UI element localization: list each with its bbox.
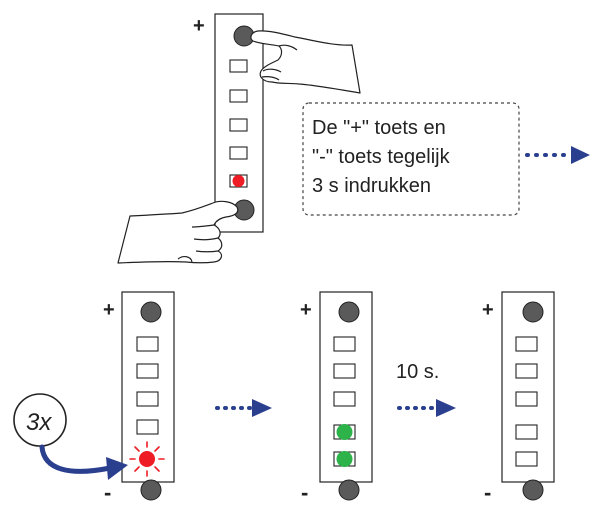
led-1	[136, 336, 159, 352]
arrow-blink-confirm	[215, 399, 272, 417]
instruction-line-1: De "+" toets en	[312, 117, 446, 139]
led-5-red-blinking	[129, 441, 165, 477]
repeat-count: 3x	[26, 409, 52, 436]
led-3	[333, 391, 356, 407]
panel-confirm: + -	[300, 291, 373, 505]
instruction-callout	[302, 102, 520, 216]
repeat-badge: 3x	[13, 393, 128, 480]
led-5	[515, 451, 538, 467]
minus-label: -	[104, 480, 111, 505]
plus-label: +	[193, 15, 205, 37]
instruction-text: De "+" toets en "-" toets tegelijk 3 s i…	[312, 114, 516, 201]
led-2	[515, 363, 538, 379]
minus-button[interactable]	[338, 479, 360, 501]
led-5-red	[232, 175, 245, 187]
minus-button[interactable]	[140, 479, 162, 501]
led-4	[515, 424, 538, 440]
arrow-confirm-done	[397, 399, 456, 417]
led-4	[229, 146, 248, 160]
led-1	[515, 336, 538, 352]
led-3	[515, 391, 538, 407]
top-hand	[250, 30, 361, 94]
plus-button[interactable]	[140, 301, 162, 323]
led-1	[333, 336, 356, 352]
minus-label: -	[301, 480, 308, 505]
plus-button[interactable]	[338, 301, 360, 323]
led-4	[136, 419, 159, 435]
arrow-callout-next	[525, 146, 590, 164]
led-2	[136, 363, 159, 379]
plus-button[interactable]	[522, 301, 544, 323]
led-2	[229, 89, 248, 103]
plus-label: +	[300, 299, 312, 321]
bottom-hand	[117, 200, 239, 264]
led-1	[229, 59, 248, 73]
led-2	[333, 363, 356, 379]
led-4-green	[336, 424, 353, 440]
minus-button[interactable]	[522, 479, 544, 501]
panel-press: +	[117, 13, 361, 264]
panel-done: + -	[482, 291, 555, 505]
instruction-line-3: 3 s indrukken	[312, 175, 431, 197]
panel-blink: + -	[103, 291, 175, 505]
led-5-green	[336, 451, 353, 467]
minus-label: -	[484, 480, 491, 505]
wait-label: 10 s.	[396, 361, 439, 383]
instruction-line-2: "-" toets tegelijk	[312, 146, 450, 168]
led-3	[136, 391, 159, 407]
led-3	[229, 118, 248, 132]
plus-label: +	[482, 299, 494, 321]
plus-label: +	[103, 299, 115, 321]
